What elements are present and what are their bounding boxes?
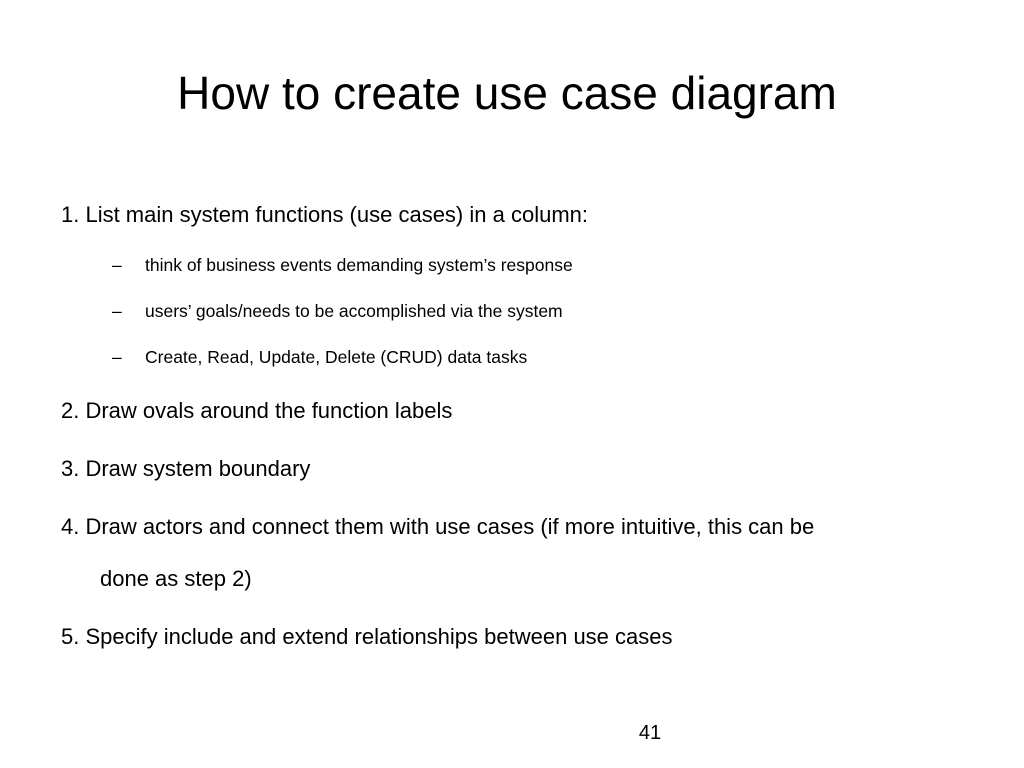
subitem-text: users’ goals/needs to be accomplished vi… bbox=[145, 301, 563, 321]
dash-bullet: – bbox=[112, 301, 122, 321]
step-1-subitem-3: – Create, Read, Update, Delete (CRUD) dat… bbox=[112, 345, 527, 369]
page-number: 41 bbox=[638, 722, 662, 744]
step-4-continuation: done as step 2) bbox=[100, 566, 252, 591]
step-3: 3. Draw system boundary bbox=[61, 456, 311, 481]
step-1-subitem-2: – users’ goals/needs to be accomplished v… bbox=[112, 299, 563, 323]
subitem-text: think of business events demanding syste… bbox=[145, 255, 573, 275]
step-1: 1. List main system functions (use cases… bbox=[61, 202, 588, 227]
step-1-subitem-1: – think of business events demanding syst… bbox=[112, 253, 573, 277]
dash-bullet: – bbox=[112, 255, 122, 275]
step-5: 5. Specify include and extend relationsh… bbox=[61, 624, 673, 649]
dash-bullet: – bbox=[112, 347, 122, 367]
step-2: 2. Draw ovals around the function labels bbox=[61, 398, 453, 423]
step-4: 4. Draw actors and connect them with use… bbox=[61, 514, 815, 539]
slide-title: How to create use case diagram bbox=[177, 67, 837, 119]
subitem-text: Create, Read, Update, Delete (CRUD) data… bbox=[145, 347, 528, 367]
